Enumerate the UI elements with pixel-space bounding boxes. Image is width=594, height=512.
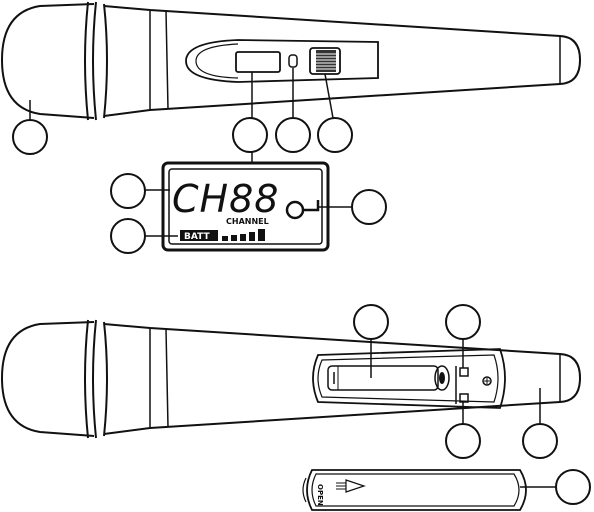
- callout-lcd: [233, 118, 267, 152]
- cover-open-label: OPEN: [316, 484, 324, 506]
- battery: [328, 366, 449, 390]
- callout-led: [276, 118, 310, 152]
- callout-battery-cover: [556, 470, 590, 504]
- callout-handle: [523, 424, 557, 458]
- callout-power-switch: [318, 118, 352, 152]
- lcd-battery-label: OPEN: [0, 0, 44, 4]
- top-callouts: [13, 118, 352, 154]
- top-mic-body: [104, 6, 580, 116]
- top-mic-lcd-window: [236, 52, 280, 72]
- callout-grille: [13, 120, 47, 154]
- top-microphone: [2, 2, 580, 120]
- bottom-mic-body: [104, 324, 580, 434]
- battery-cover: OPEN: [303, 470, 526, 510]
- callout-key-lock: [352, 190, 386, 224]
- battery-contact-positive: [460, 368, 468, 376]
- lcd-battery-text: BATT: [184, 232, 210, 242]
- top-mic-led: [289, 55, 297, 67]
- top-mic-grille: [2, 4, 94, 118]
- lcd-channel-label: CHANNEL: [226, 217, 269, 226]
- bottom-mic-grille: [2, 322, 94, 436]
- callout-positive-contact: [446, 305, 480, 339]
- callout-battery: [354, 305, 388, 339]
- compartment-screw-icon: [483, 377, 491, 385]
- cover-arrow-icon: [336, 480, 364, 492]
- lcd-channel-digits: CH88: [172, 177, 279, 221]
- bottom-mic-grille-ring: [85, 320, 107, 438]
- bottom-microphone: [2, 320, 580, 438]
- callout-negative-contact: [446, 424, 480, 458]
- callout-battery-indicator: [111, 219, 145, 253]
- callout-channel-display: [111, 174, 145, 208]
- top-mic-grille-ring: [85, 2, 107, 120]
